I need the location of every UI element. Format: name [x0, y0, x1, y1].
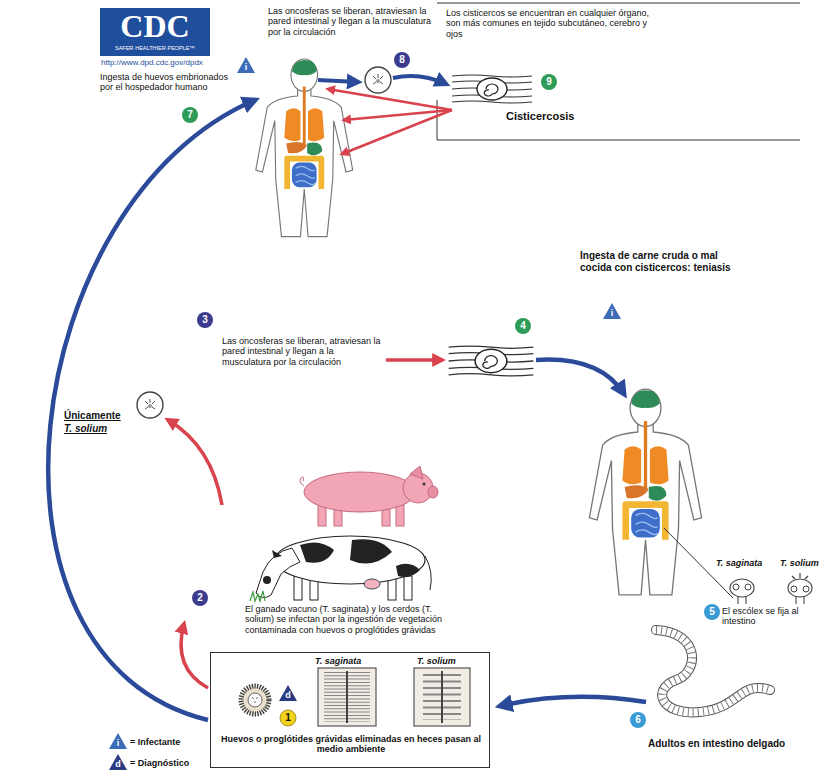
stage-marker: i — [238, 62, 254, 73]
cycle-arrow — [318, 80, 358, 82]
species-name: T. solium — [417, 656, 456, 666]
logo-text: CDC — [100, 9, 210, 43]
cdc-logo-panel — [100, 8, 210, 56]
human-figure — [256, 59, 353, 237]
cycle-arrow — [536, 360, 624, 394]
legend-marker: d — [110, 759, 126, 770]
scolex-figure — [788, 573, 812, 604]
callout-number: 3 — [197, 312, 213, 328]
step-note: Las oncosferas se liberan, atraviesan la… — [222, 336, 382, 367]
stage-heading: Cisticercosis — [506, 110, 574, 123]
species-name: T. saginata — [716, 558, 762, 568]
cysticercus-figure — [452, 75, 532, 103]
human-figure — [589, 389, 701, 595]
stage-marker: i — [604, 308, 620, 319]
callout-number: 1 — [280, 710, 296, 726]
callout-number: 9 — [541, 74, 557, 90]
stage-triangles — [109, 57, 621, 770]
step-note: Ingesta de carne cruda o mal cocida con … — [580, 250, 745, 273]
specimen-box: T. saginata T. soliumHuevos o proglótides… — [210, 652, 490, 768]
migration-arrow — [344, 110, 452, 120]
proglottid-figure — [414, 668, 470, 726]
legend-text: = Infectante — [130, 737, 180, 747]
cycle-arrow — [500, 697, 646, 706]
cycle-arrow — [393, 76, 446, 84]
callout-number: 8 — [394, 52, 410, 68]
callout-number: 2 — [192, 590, 208, 606]
callout-number: 6 — [630, 712, 646, 728]
legend-text: = Diagnóstico — [130, 758, 189, 768]
migration-arrow — [328, 89, 452, 110]
adult-tapeworm — [656, 630, 770, 712]
callout-number: 5 — [704, 604, 720, 620]
cycle-arrow — [386, 358, 442, 362]
step-note: El escólex se fija al intestino — [722, 606, 830, 627]
scope-note: Únicamente — [64, 410, 121, 422]
logo-tagline: SAFER·HEALTHIER·PEOPLE™ — [100, 45, 210, 51]
cycle-arrow — [181, 624, 208, 688]
cycle-arrow — [168, 420, 222, 505]
step-note: Las oncosferas se liberan, atraviesan la… — [268, 6, 438, 37]
cysticercosis-frame — [437, 3, 800, 140]
callout-number: 4 — [515, 318, 531, 334]
cycle-arrow — [48, 100, 255, 720]
stage-marker: d — [280, 690, 296, 701]
species-name: T. saginata — [315, 656, 361, 666]
callout-circles — [182, 52, 720, 728]
source-url: http://www.dpd.cdc.gov/dpdx — [101, 58, 203, 67]
migration-arrow — [342, 110, 452, 154]
egg-figure — [241, 686, 269, 714]
proglottid-figure — [318, 668, 376, 726]
step-note: El ganado vacuno (T. saginata) y los cer… — [245, 604, 460, 635]
cysticercus-figure — [449, 346, 534, 376]
scolex-figure — [730, 579, 754, 604]
cow-figure — [250, 536, 431, 601]
step-note: Ingesta de huevos embrionados por el hos… — [100, 72, 236, 93]
oncosphere-figure — [365, 67, 391, 93]
box-caption: Huevos o proglótides grávidas eliminadas… — [215, 734, 487, 755]
scope-note: T. solium — [64, 423, 107, 435]
oncosphere-figure — [137, 392, 163, 418]
pig-figure — [300, 466, 438, 526]
stage-heading: Adultos en intestino delgado — [648, 738, 785, 750]
callout-number: 7 — [182, 107, 198, 123]
species-name: T. solium — [780, 558, 819, 568]
legend-marker: i — [110, 738, 126, 749]
step-note: Los cisticercos se encuentran en cualqui… — [446, 8, 656, 39]
